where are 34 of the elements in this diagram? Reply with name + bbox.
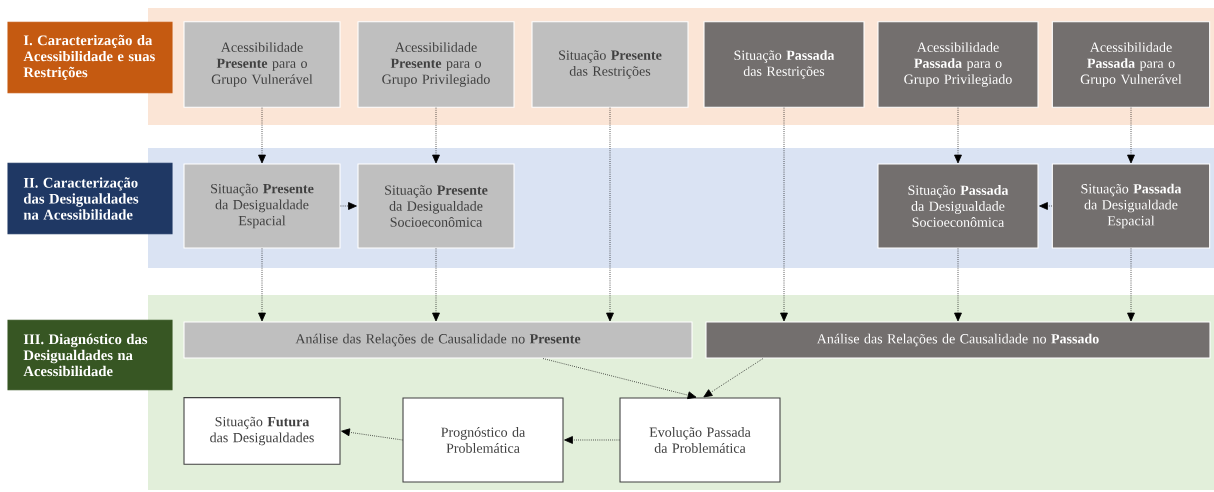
process-box: Acessibilidade Presente para o Grupo Vulnerável — [183, 21, 341, 108]
process-box: Acessibilidade Presente para o Grupo Privilegiado — [357, 21, 515, 108]
process-box: Análise das Relações de Causalidade no Passado — [705, 321, 1211, 359]
stage-heading: III. Diagnóstico das Desigualdades na Acessibilidade — [7, 319, 173, 391]
process-box: Situação Futura das Desigualdades — [183, 397, 341, 465]
process-box: Situação Passada da Desigualdade Espacial — [1051, 163, 1211, 249]
process-box: Situação Passada da Desigualdade Socioeconômica — [877, 163, 1039, 249]
arrow — [954, 248, 962, 322]
arrow — [432, 107, 440, 164]
arrow — [258, 107, 266, 164]
process-box: Prognóstico da Problemática — [402, 397, 564, 483]
arrow — [340, 202, 357, 210]
arrow — [954, 107, 962, 164]
arrow — [1127, 248, 1135, 322]
stage-heading: II. Caracterização das Desigualdades na Acessibilidade — [7, 162, 173, 235]
process-box: Situação Presente da Desigualdade Espacial — [183, 163, 341, 249]
arrow — [432, 248, 440, 322]
arrow — [780, 107, 788, 322]
process-box: Situação Presente da Desigualdade Socioeconômica — [357, 163, 515, 249]
process-box: Situação Passada das Restrições — [703, 21, 865, 108]
arrow — [1127, 107, 1135, 164]
arrow — [703, 358, 764, 398]
arrow — [564, 436, 620, 444]
stage-heading: I. Caracterização da Acessibilidade e suas Restrições — [7, 21, 173, 94]
arrow — [606, 107, 614, 322]
process-box: Acessibilidade Passada para o Grupo Privilegiado — [877, 21, 1039, 108]
arrow — [258, 248, 266, 322]
process-box: Evolução Passada da Problemática — [619, 397, 781, 483]
process-box: Acessibilidade Passada para o Grupo Vulnerável — [1051, 21, 1211, 108]
arrow — [341, 428, 403, 441]
process-box: Análise das Relações de Causalidade no Presente — [183, 321, 693, 359]
arrow — [1039, 202, 1053, 210]
process-box: Situação Presente das Restrições — [531, 21, 689, 108]
arrow — [542, 358, 697, 400]
